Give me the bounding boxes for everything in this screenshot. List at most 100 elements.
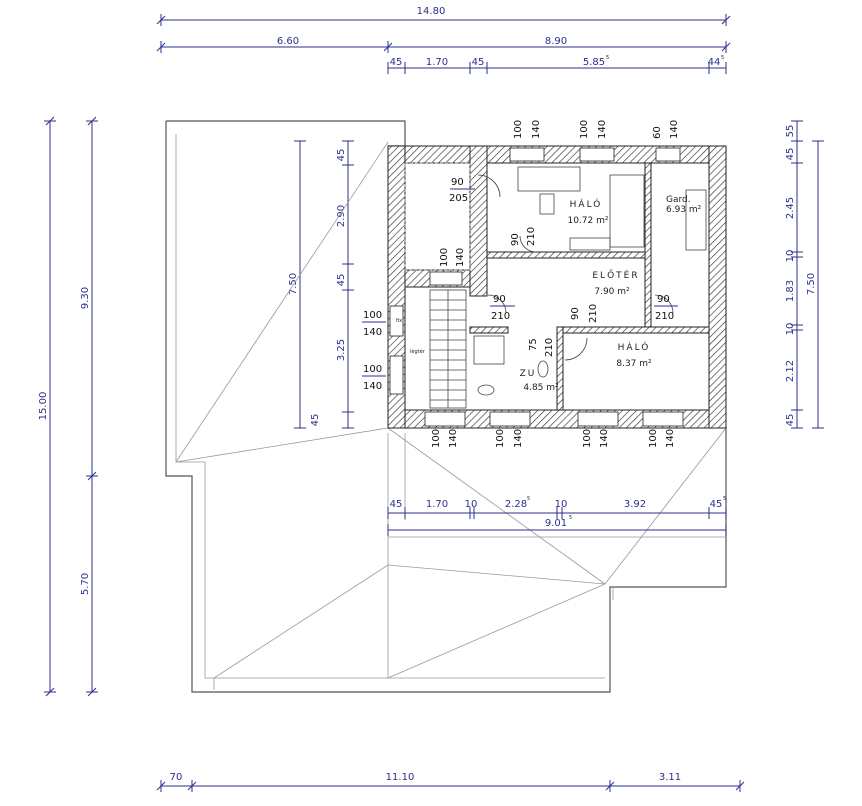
- dim-right-seg-4: 1.83: [785, 280, 796, 302]
- wall-int-4: [556, 326, 710, 334]
- dim-top-seg-1: 1.70: [426, 57, 448, 68]
- top-window-1-h: 140: [597, 120, 608, 139]
- door-5-w: 75: [528, 338, 539, 351]
- dim-mid-seg-0: 45: [390, 499, 403, 510]
- left-window-1-h: 140: [363, 381, 382, 392]
- room-area-halo-1: 10.72 m²: [567, 216, 608, 226]
- dim-mid-seg-2: 10: [465, 499, 478, 510]
- dim-top-seg-3: 5.85: [583, 57, 605, 68]
- door-0-h: 205: [449, 193, 468, 204]
- dim-mid-total: 9.01: [545, 518, 567, 529]
- top-window-2-w: 60: [652, 126, 663, 139]
- room-area-gard: 6.93 m²: [666, 205, 702, 215]
- roof-outline: [165, 120, 727, 693]
- dim-inner-seg-0: 45: [336, 149, 347, 162]
- door-3-w: 90: [570, 307, 581, 320]
- room-name-eloter: ELŐTÉR: [592, 269, 639, 281]
- door-5-h: 210: [544, 338, 555, 357]
- dim-inner-seg-4: 45: [310, 414, 321, 427]
- window-mark-label: fix: [396, 318, 402, 324]
- top-window-2-h: 140: [669, 120, 680, 139]
- dim-inner-seg-1: 2.90: [336, 205, 347, 227]
- bottom-window-2-h: 140: [599, 429, 610, 448]
- door-2-h: 210: [491, 311, 510, 322]
- dim-top-total: 14.80: [417, 6, 446, 17]
- room-name-halo-1: HÁLÓ: [570, 198, 603, 210]
- room-area-halo-2: 8.37 m²: [616, 359, 652, 369]
- dim-mid-seg-1: 1.70: [426, 499, 448, 510]
- wall-int-6: [469, 326, 509, 334]
- dim-mid-seg-4: 10: [555, 499, 568, 510]
- door-1-w: 90: [510, 233, 521, 246]
- room-name-gard: Gard.: [666, 195, 691, 205]
- dim-mid-total-sup: 5: [569, 515, 572, 521]
- room-name-zu: ZU: [520, 369, 537, 379]
- opening-sizes: 100 140 100 140 60 140 100 140 100 140 1…: [362, 120, 680, 448]
- bottom-window-0-w: 100: [431, 429, 442, 448]
- dim-inner-seg-2: 45: [336, 274, 347, 287]
- door-1-h: 210: [526, 227, 537, 246]
- dim-top-seg-4-sup: 5: [721, 55, 724, 61]
- dim-top-seg-0: 45: [390, 57, 403, 68]
- bottom-window-1-h: 140: [513, 429, 524, 448]
- door-2-w: 90: [493, 294, 506, 305]
- wall-int-3: [644, 162, 652, 334]
- dim-right-total: 7.50: [806, 273, 817, 295]
- dim-mid-seg-6: 45: [710, 499, 723, 510]
- wall-right: [708, 145, 727, 429]
- dim-right-seg-7: 45: [785, 414, 796, 427]
- room-area-zu: 4.85 m²: [523, 383, 559, 393]
- dim-mid-seg-3-sup: 5: [527, 496, 530, 502]
- top-window-0-w: 100: [513, 120, 524, 139]
- dim-mid-seg-3: 2.28: [505, 499, 527, 510]
- dim-right-seg-2: 2.45: [785, 197, 796, 219]
- top-window-1-w: 100: [579, 120, 590, 139]
- top-window-0-h: 140: [531, 120, 542, 139]
- room-area-eloter: 7.90 m²: [594, 287, 630, 297]
- staircase: [429, 289, 467, 409]
- dim-right-seg-5: 10: [785, 323, 796, 336]
- dim-top-left: 6.60: [277, 36, 299, 47]
- dim-left-outer: 15.00: [38, 392, 49, 421]
- dim-inner-seg-3: 3.25: [336, 339, 347, 361]
- top-segment-labels: 45 1.70 45 5.85 5 44 5: [390, 55, 725, 68]
- fixtures: [404, 162, 707, 409]
- left-window-0-w: 100: [363, 310, 382, 321]
- bottom-window-3-w: 100: [648, 429, 659, 448]
- dim-bottom-seg-1: 11.10: [386, 772, 415, 783]
- room-name-halo-2: HÁLÓ: [618, 341, 651, 353]
- dim-right-seg-1: 55: [785, 125, 796, 138]
- right-dimension-chains: 45 55 2.45 10 1.83 10 2.12 45 7.50: [785, 120, 824, 429]
- stair-window-h: 140: [455, 248, 466, 267]
- wall-int-1: [469, 145, 488, 297]
- bottom-dimension-chain: 70 11.10 3.11: [156, 772, 745, 792]
- dim-right-seg-0: 45: [785, 148, 796, 161]
- dim-left-upper: 9.30: [80, 287, 91, 309]
- middle-dimension-chain: 45 1.70 10 2.28 5 10 3.92 45 5 9.01 5: [387, 496, 727, 536]
- left-window-1-w: 100: [363, 364, 382, 375]
- window-gaps: [389, 147, 684, 427]
- bottom-window-0-h: 140: [448, 429, 459, 448]
- door-3-h: 210: [588, 304, 599, 323]
- bottom-window-2-w: 100: [582, 429, 593, 448]
- bottom-window-3-h: 140: [665, 429, 676, 448]
- dim-left-lower: 5.70: [80, 573, 91, 595]
- wall-int-5: [556, 326, 564, 411]
- top-dimension-chains: 14.80 6.60 8.90 45 1.70 45 5.85 5 44 5: [156, 6, 731, 74]
- dim-bottom-seg-0: 70: [170, 772, 183, 783]
- dim-top-seg-4: 44: [708, 57, 721, 68]
- door-4-h: 210: [655, 311, 674, 322]
- wall-int-2: [486, 251, 650, 259]
- dim-top-seg-3-sup: 5: [606, 55, 609, 61]
- left-window-0-h: 140: [363, 327, 382, 338]
- bottom-window-1-w: 100: [495, 429, 506, 448]
- door-4-w: 90: [657, 294, 670, 305]
- dim-top-right: 8.90: [545, 36, 567, 47]
- room-labels: HÁLÓ 10.72 m² Gard. 6.93 m² ELŐTÉR 7.90 …: [396, 195, 702, 393]
- dim-top-seg-2: 45: [472, 57, 485, 68]
- dim-right-seg-3: 10: [785, 250, 796, 263]
- stair-window-w: 100: [439, 248, 450, 267]
- vent-label: légtér: [410, 348, 426, 355]
- dim-right-seg-6: 2.12: [785, 360, 796, 382]
